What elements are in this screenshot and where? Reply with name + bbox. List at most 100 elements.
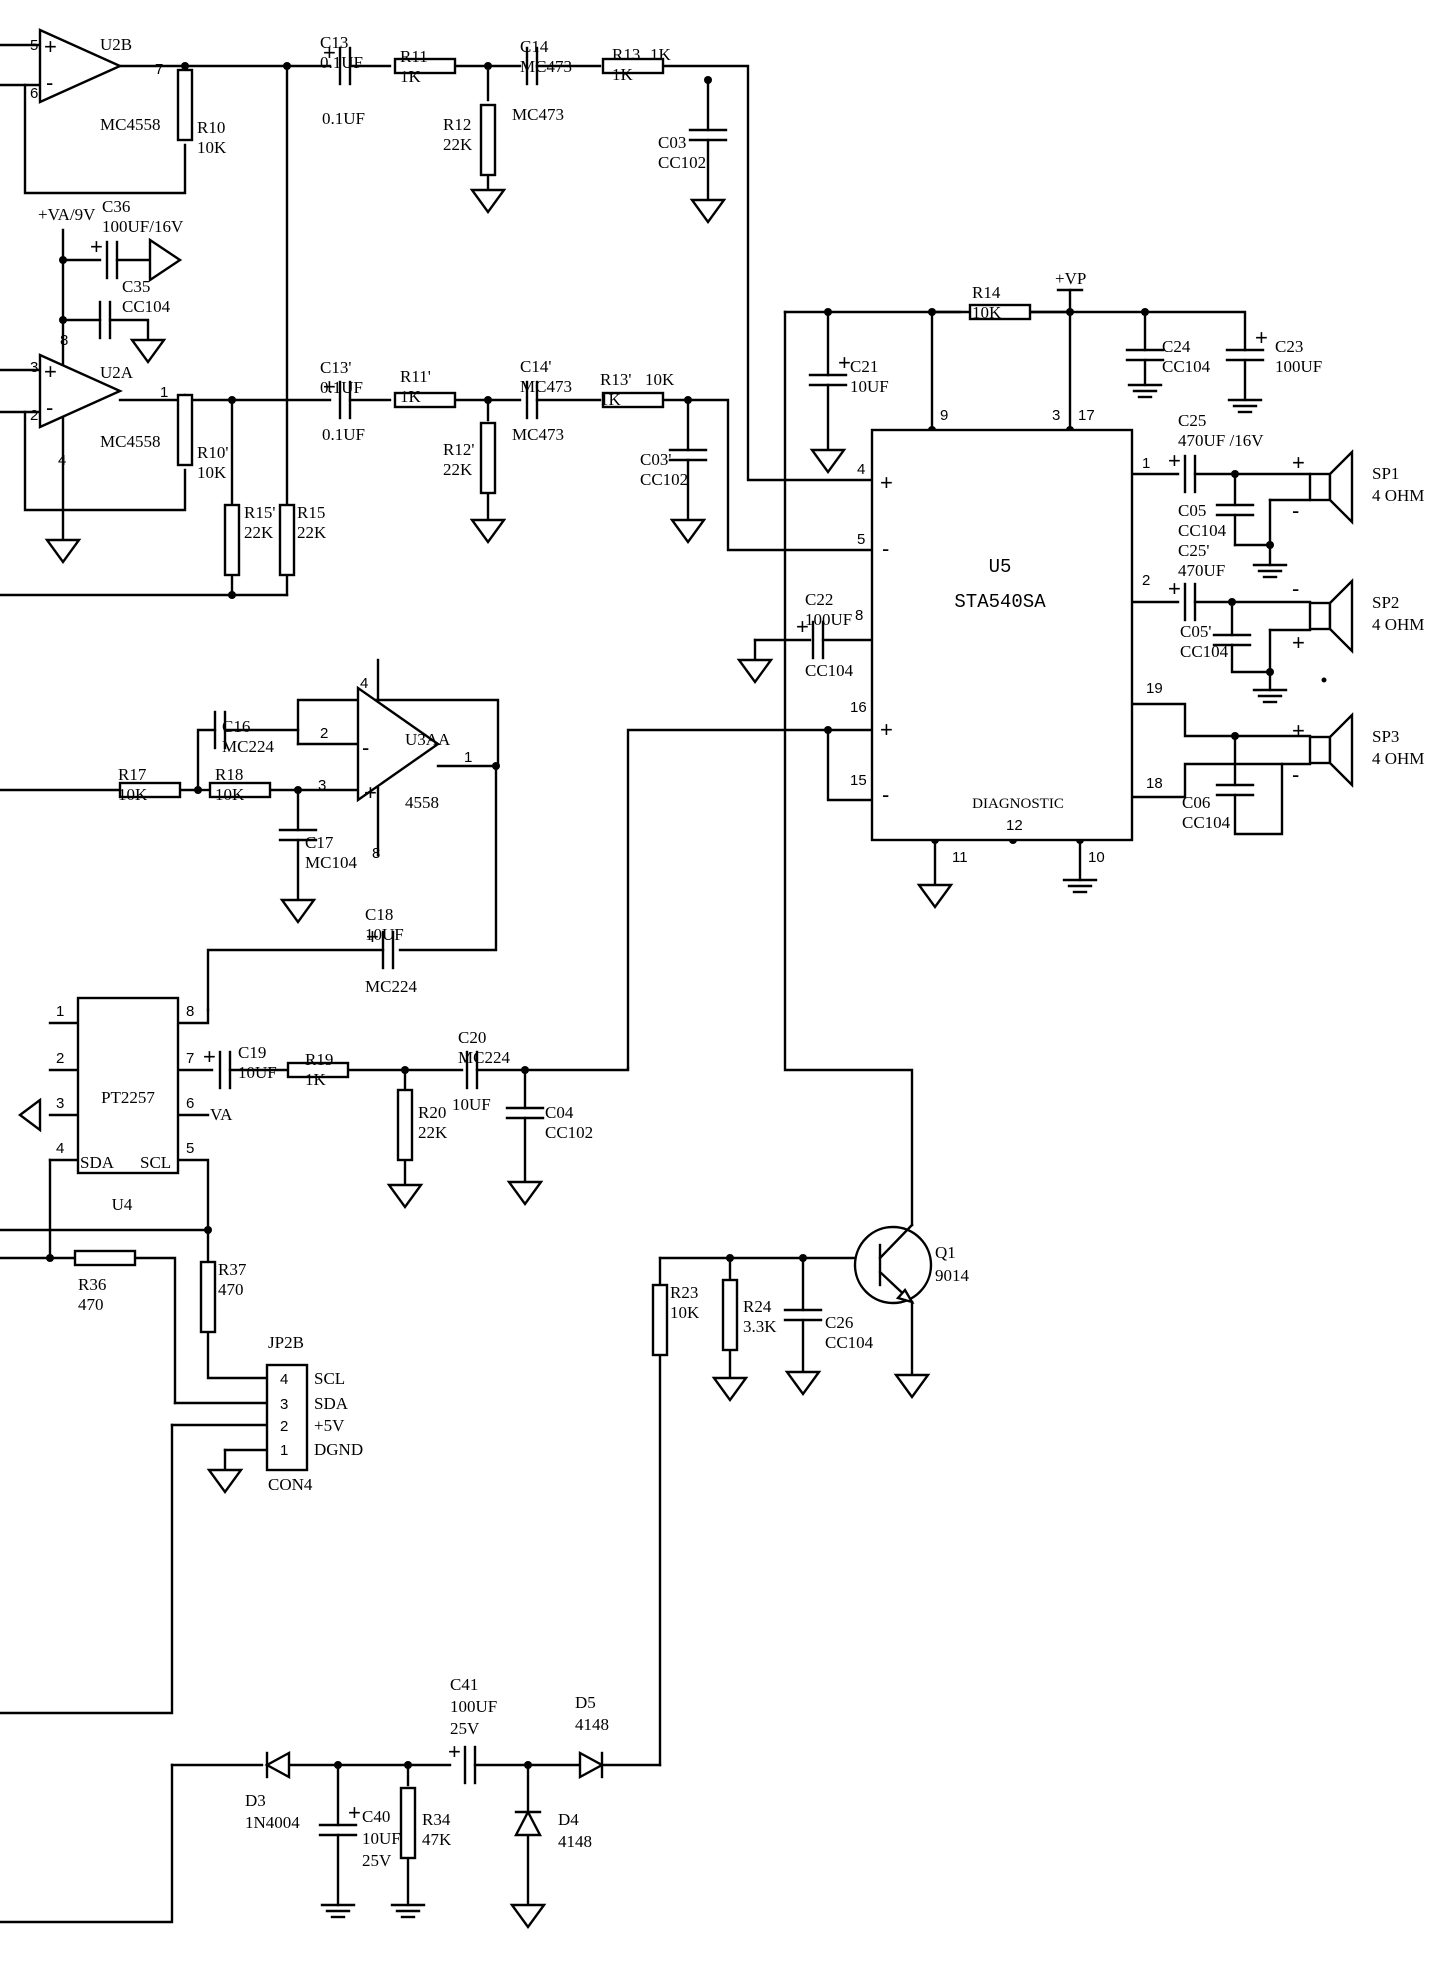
resistor-value: 470 bbox=[78, 1295, 104, 1314]
c14p-value: MC473 bbox=[512, 425, 564, 444]
capacitor-ref: C06 bbox=[1182, 793, 1210, 812]
jp2b-part: CON4 bbox=[268, 1475, 313, 1494]
resistor bbox=[396, 1088, 414, 1162]
resistor bbox=[199, 1260, 217, 1334]
opamp-u3aa bbox=[356, 685, 441, 803]
speaker-value: 4 OHM bbox=[1372, 486, 1424, 505]
polarity-sign: + bbox=[366, 924, 379, 949]
q1-transistor bbox=[853, 1225, 933, 1305]
q1-collector bbox=[878, 1223, 914, 1260]
polarity-sign: + bbox=[323, 374, 336, 399]
u4-part: PT2257 bbox=[101, 1088, 155, 1107]
u4-scl: SCL bbox=[140, 1153, 171, 1172]
capacitor-ref: C14 bbox=[520, 37, 549, 56]
pin-label: 1 bbox=[56, 1003, 64, 1020]
ground-triangle-icon bbox=[689, 198, 727, 225]
capacitor-value: CC102 bbox=[640, 470, 688, 489]
diode bbox=[514, 1809, 542, 1837]
pin-label: 4 bbox=[56, 1140, 64, 1157]
resistor-ref: R11' bbox=[400, 367, 431, 386]
r13-value: 1K bbox=[650, 45, 672, 64]
pin-label: 4 bbox=[280, 1371, 288, 1388]
q1-emitter-arrow bbox=[895, 1287, 915, 1304]
pin-label: 4 bbox=[58, 452, 66, 469]
resistor bbox=[118, 781, 182, 799]
pin-label: 1 bbox=[1142, 455, 1150, 472]
capacitor-ref: C04 bbox=[545, 1103, 574, 1122]
resistor-ref: R24 bbox=[743, 1297, 772, 1316]
capacitor-value: MC473 bbox=[520, 377, 572, 396]
speaker-icon bbox=[1308, 472, 1332, 502]
d3-value: 1N4004 bbox=[245, 1813, 300, 1832]
pin-label: 4 bbox=[360, 675, 368, 692]
capacitor-value: 100UF bbox=[1275, 357, 1322, 376]
capacitor-value: 10UF bbox=[850, 377, 889, 396]
resistor-value: 10K bbox=[215, 785, 245, 804]
pin-label: 16 bbox=[850, 699, 867, 716]
resistor-ref: R37 bbox=[218, 1260, 247, 1279]
d4-value: 4148 bbox=[558, 1832, 592, 1851]
pin-label: 18 bbox=[1146, 775, 1163, 792]
resistor-ref: R10 bbox=[197, 118, 225, 137]
pin-label: 8 bbox=[60, 332, 68, 349]
polarity-sign: + bbox=[323, 40, 336, 65]
capacitor-ref: C24 bbox=[1162, 337, 1191, 356]
resistor-value: 1K bbox=[305, 1070, 327, 1089]
wire bbox=[196, 728, 217, 792]
speaker-icon bbox=[1308, 601, 1332, 631]
u4-ref: U4 bbox=[112, 1195, 133, 1214]
resistor bbox=[176, 393, 194, 467]
speaker-value: 4 OHM bbox=[1372, 749, 1424, 768]
resistor bbox=[479, 103, 497, 177]
wire bbox=[783, 310, 914, 1227]
capacitor-ref: C13' bbox=[320, 358, 351, 377]
wire bbox=[108, 318, 150, 342]
jp2b-signal: +5V bbox=[314, 1416, 345, 1435]
u5-part: STA540SA bbox=[954, 591, 1046, 613]
resistor bbox=[286, 1061, 350, 1079]
pin-label: 2 bbox=[56, 1050, 64, 1067]
c41-value2: 25V bbox=[450, 1719, 480, 1738]
ground-triangle-icon bbox=[711, 1376, 749, 1403]
resistor-value: 22K bbox=[297, 523, 327, 542]
resistor-ref: R10' bbox=[197, 443, 228, 462]
pin-label: 8 bbox=[186, 1003, 194, 1020]
ground-triangle-icon bbox=[279, 898, 317, 925]
resistor bbox=[651, 1283, 669, 1357]
c14-value: MC473 bbox=[512, 105, 564, 124]
u4-ic-body bbox=[76, 996, 180, 1175]
capacitor-ref: C03 bbox=[658, 133, 686, 152]
wire bbox=[23, 83, 187, 195]
u2b-part: MC4558 bbox=[100, 115, 160, 134]
capacitor-value: MC473 bbox=[520, 57, 572, 76]
resistor-value: 1K bbox=[400, 67, 422, 86]
wire bbox=[133, 1256, 177, 1405]
u2a-ref: U2A bbox=[100, 363, 134, 382]
capacitor-value: CC104 bbox=[1178, 521, 1227, 540]
q1-ref: Q1 bbox=[935, 1243, 956, 1262]
ground-triangle-icon bbox=[469, 518, 507, 545]
pin-label: 5 bbox=[186, 1140, 194, 1157]
resistor bbox=[393, 391, 457, 409]
resistor bbox=[968, 303, 1032, 321]
capacitor-value: 10UF bbox=[238, 1063, 277, 1082]
capacitor-ref: C05' bbox=[1180, 622, 1211, 641]
resistor bbox=[73, 1249, 137, 1267]
jp2b-ref: JP2B bbox=[268, 1333, 304, 1352]
speaker-cone bbox=[1328, 712, 1354, 788]
capacitor-value: CC104 bbox=[825, 1333, 874, 1352]
polarity-sign: + bbox=[448, 1739, 461, 1764]
capacitor-value: MC104 bbox=[305, 853, 357, 872]
capacitor-ref: C16 bbox=[222, 717, 250, 736]
polarity-sign: + bbox=[1168, 448, 1181, 473]
wire bbox=[1233, 762, 1284, 836]
capacitor-ref: C19 bbox=[238, 1043, 266, 1062]
pin-label: 10 bbox=[1088, 849, 1105, 866]
resistor bbox=[601, 391, 665, 409]
resistor-ref: R23 bbox=[670, 1283, 698, 1302]
capacitor-ref: C21 bbox=[850, 357, 878, 376]
c41-value: 100UF bbox=[450, 1697, 497, 1716]
opamp-u2a bbox=[38, 353, 123, 429]
ground-triangle-icon bbox=[506, 1180, 544, 1207]
